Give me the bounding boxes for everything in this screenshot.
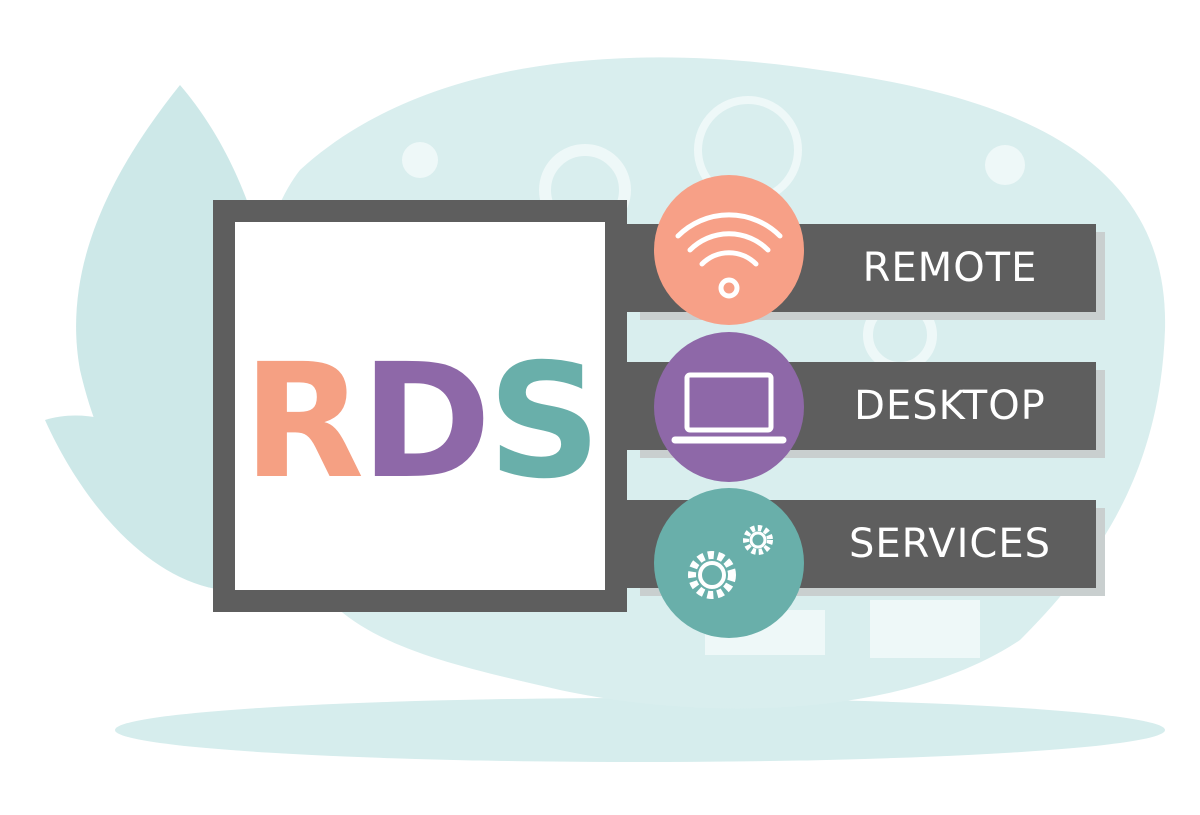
letter-d: D bbox=[360, 330, 491, 514]
leaf-icon bbox=[45, 415, 250, 591]
letter-r: R bbox=[242, 330, 365, 514]
label-remote: REMOTE bbox=[862, 245, 1038, 291]
label-services: SERVICES bbox=[848, 521, 1052, 567]
gears-icon bbox=[688, 525, 773, 599]
laptop-icon bbox=[671, 372, 787, 444]
ground-shadow bbox=[115, 698, 1165, 762]
person-icon bbox=[985, 145, 1025, 185]
letter-s: S bbox=[487, 330, 602, 514]
acronym-title: RDS bbox=[235, 330, 605, 514]
circle-remote bbox=[654, 175, 804, 325]
bank-icon bbox=[870, 600, 980, 658]
circle-desktop bbox=[654, 332, 804, 482]
frame-inner bbox=[235, 222, 605, 590]
label-desktop: DESKTOP bbox=[854, 383, 1046, 429]
wifi-icon bbox=[675, 212, 783, 299]
people-icon bbox=[402, 142, 438, 178]
